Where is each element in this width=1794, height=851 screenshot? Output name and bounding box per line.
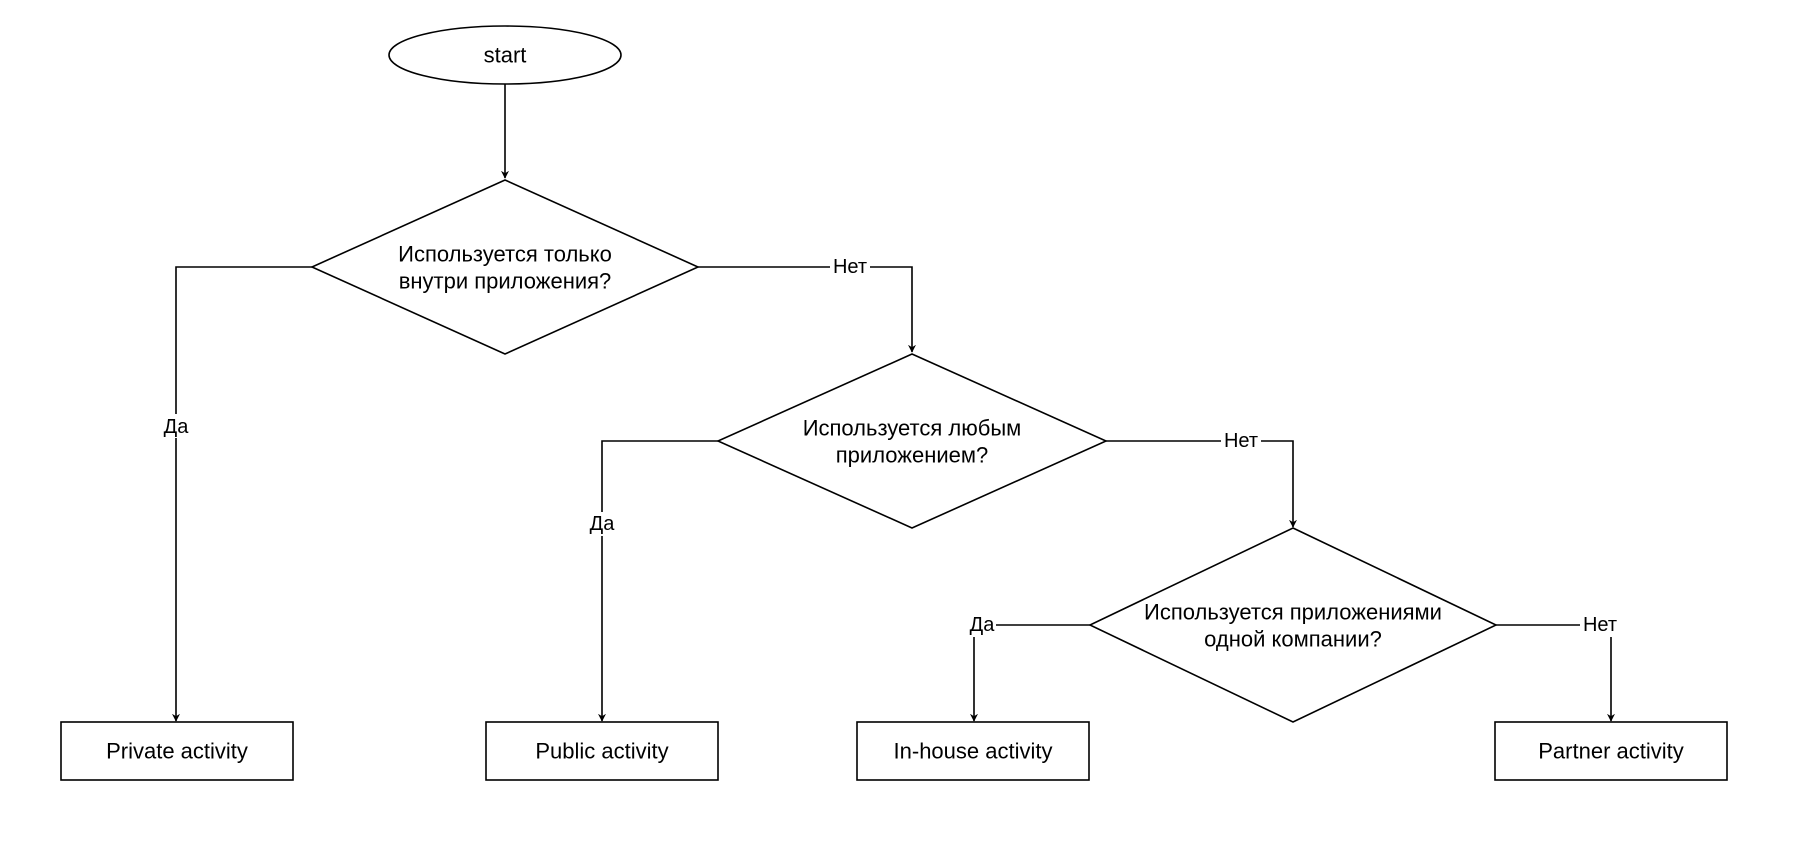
edge-label-q1-no: Нет	[830, 255, 870, 279]
edge-label-q3-yes: Да	[968, 613, 996, 637]
edge-label-q2-no: Нет	[1221, 429, 1261, 453]
svg-text:Private activity: Private activity	[106, 739, 248, 764]
svg-text:Нет: Нет	[833, 256, 867, 278]
edge-q1-no	[698, 266, 916, 353]
terminal-inhouse-activity: In-house activity	[856, 721, 1090, 781]
svg-text:Используется любым: Используется любым	[803, 416, 1022, 441]
edge-q2-no	[1106, 440, 1297, 528]
svg-text:одной компании?: одной компании?	[1204, 627, 1382, 652]
start-node: start	[388, 25, 622, 85]
svg-text:Да: Да	[590, 513, 616, 535]
edge-labels: Да Нет Да Нет Да Нет	[162, 255, 1620, 637]
edge-q3-yes	[970, 624, 1090, 722]
svg-text:Нет: Нет	[1583, 614, 1617, 636]
svg-text:Partner activity: Partner activity	[1538, 739, 1684, 764]
svg-text:Да: Да	[164, 416, 190, 438]
edge-label-q3-no: Нет	[1580, 613, 1620, 637]
svg-text:Используется только: Используется только	[398, 242, 612, 267]
svg-text:Нет: Нет	[1224, 430, 1258, 452]
edge-q2-yes	[598, 440, 718, 722]
terminal-public-activity: Public activity	[485, 721, 719, 781]
svg-text:приложением?: приложением?	[836, 443, 989, 468]
svg-text:start: start	[484, 43, 527, 68]
edge-label-q2-yes: Да	[588, 512, 616, 536]
svg-text:Используется приложениями: Используется приложениями	[1144, 600, 1442, 625]
svg-text:In-house activity: In-house activity	[894, 739, 1053, 764]
svg-text:Да: Да	[970, 614, 996, 636]
terminal-private-activity: Private activity	[60, 721, 294, 781]
edge-q1-yes	[172, 266, 312, 722]
terminal-partner-activity: Partner activity	[1494, 721, 1728, 781]
svg-text:внутри приложения?: внутри приложения?	[399, 269, 612, 294]
edge-q3-no	[1496, 624, 1615, 722]
svg-text:Public activity: Public activity	[535, 739, 668, 764]
decision-same-company: Используется приложениями одной компании…	[1088, 527, 1498, 723]
decision-inside-app: Используется только внутри приложения?	[310, 179, 700, 355]
decision-any-app: Используется любым приложением?	[716, 353, 1108, 529]
edge-label-q1-yes: Да	[162, 414, 190, 438]
